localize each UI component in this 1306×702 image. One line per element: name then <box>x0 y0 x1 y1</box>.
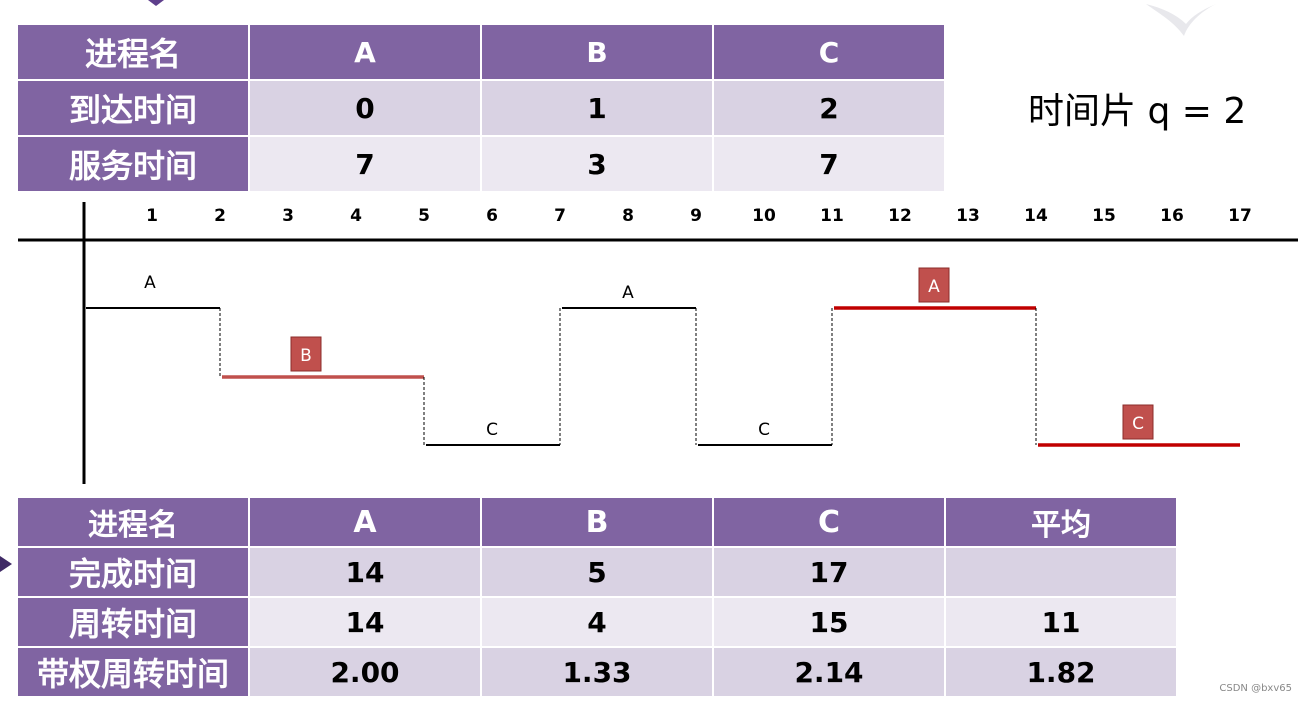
service-b: 3 <box>482 137 712 191</box>
header-process-c: C <box>714 498 944 546</box>
turnaround-average: 11 <box>946 598 1176 646</box>
service-a: 7 <box>250 137 480 191</box>
tick-label: 14 <box>1024 206 1048 226</box>
tick-label: 1 <box>146 206 158 226</box>
turnaround-a: 14 <box>250 598 480 646</box>
tick-label: 3 <box>282 206 294 226</box>
row-label-turnaround: 周转时间 <box>18 598 248 646</box>
finish-a: 14 <box>250 548 480 596</box>
header-process-a: A <box>250 25 480 79</box>
table-row: 到达时间 0 1 2 <box>18 81 944 135</box>
time-slice-text: 时间片 <box>1028 91 1137 132</box>
header-process-a: A <box>250 498 480 546</box>
weighted-b: 1.33 <box>482 648 712 696</box>
tick-label: 15 <box>1092 206 1116 226</box>
finish-average <box>946 548 1176 596</box>
process-label: A <box>622 283 634 303</box>
header-process-name: 进程名 <box>18 25 248 79</box>
process-badge <box>1122 404 1154 440</box>
header-process-b: B <box>482 25 712 79</box>
tick-label: 12 <box>888 206 912 226</box>
time-slice-label: 时间片 q = 2 <box>1028 82 1246 134</box>
arrival-b: 1 <box>482 81 712 135</box>
weighted-average: 1.82 <box>946 648 1176 696</box>
tick-label: 7 <box>554 206 566 226</box>
header-process-name: 进程名 <box>18 498 248 546</box>
header-average: 平均 <box>946 498 1176 546</box>
row-label-arrival: 到达时间 <box>18 81 248 135</box>
turnaround-b: 4 <box>482 598 712 646</box>
process-label: C <box>486 420 498 440</box>
row-label-service: 服务时间 <box>18 137 248 191</box>
process-info-table: 进程名 A B C 到达时间 0 1 2 服务时间 7 3 7 <box>16 23 946 193</box>
finish-c: 17 <box>714 548 944 596</box>
turnaround-c: 15 <box>714 598 944 646</box>
process-badge-label: A <box>928 277 940 297</box>
tick-label: 10 <box>752 206 776 226</box>
arrival-c: 2 <box>714 81 944 135</box>
table-row: 带权周转时间 2.00 1.33 2.14 1.82 <box>18 648 1176 696</box>
tick-label: 13 <box>956 206 980 226</box>
finish-b: 5 <box>482 548 712 596</box>
process-label: A <box>144 273 156 293</box>
slide-pointer-icon <box>0 556 12 572</box>
process-badge <box>290 336 322 372</box>
process-badge-label: C <box>1132 414 1144 434</box>
results-table: 进程名 A B C 平均 完成时间 14 5 17 周转时间 14 4 15 1… <box>16 496 1178 698</box>
process-badge <box>918 267 950 303</box>
tick-label: 5 <box>418 206 430 226</box>
tick-label: 9 <box>690 206 702 226</box>
weighted-a: 2.00 <box>250 648 480 696</box>
tick-label: 8 <box>622 206 634 226</box>
bird-watermark-icon <box>1146 4 1216 36</box>
tick-label: 17 <box>1228 206 1252 226</box>
row-label-weighted: 带权周转时间 <box>18 648 248 696</box>
weighted-c: 2.14 <box>714 648 944 696</box>
tick-label: 4 <box>350 206 362 226</box>
watermark: CSDN @bxv65 <box>1219 683 1292 694</box>
service-c: 7 <box>714 137 944 191</box>
row-label-finish: 完成时间 <box>18 548 248 596</box>
decorative-mark <box>148 0 164 6</box>
tick-label: 16 <box>1160 206 1184 226</box>
table-row: 周转时间 14 4 15 11 <box>18 598 1176 646</box>
tick-label: 6 <box>486 206 498 226</box>
process-label: C <box>758 420 770 440</box>
time-slice-expr: q = 2 <box>1136 91 1247 132</box>
table-row: 完成时间 14 5 17 <box>18 548 1176 596</box>
header-process-b: B <box>482 498 712 546</box>
tick-label: 11 <box>820 206 844 226</box>
process-badge-label: B <box>300 346 312 366</box>
table-row: 服务时间 7 3 7 <box>18 137 944 191</box>
header-process-c: C <box>714 25 944 79</box>
arrival-a: 0 <box>250 81 480 135</box>
tick-label: 2 <box>214 206 226 226</box>
